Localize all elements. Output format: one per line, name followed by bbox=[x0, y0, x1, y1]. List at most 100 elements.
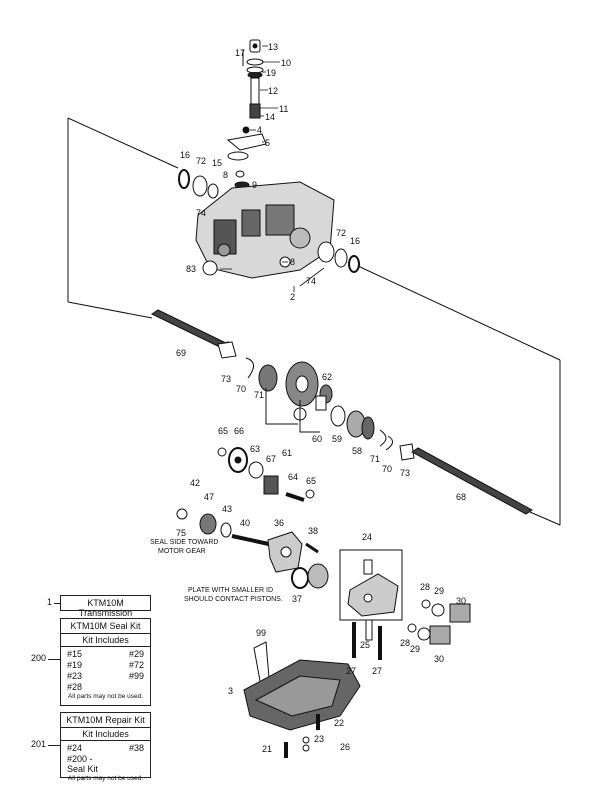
part-label: 26 bbox=[340, 742, 350, 752]
right-axle bbox=[399, 443, 533, 515]
alignment-line bbox=[67, 117, 179, 169]
repair-kit-box: KTM10M Repair Kit Kit Includes #24 #38 #… bbox=[60, 712, 151, 782]
part-label: 11 bbox=[279, 104, 288, 114]
seal-kit-box: KTM10M Seal Kit Kit Includes #15 #29 #19… bbox=[60, 618, 151, 706]
part-label: 28 bbox=[400, 638, 410, 648]
part-label: 8 bbox=[290, 257, 295, 267]
part-label: 30 bbox=[456, 596, 466, 606]
part-label: 64 bbox=[288, 472, 298, 482]
alignment-line bbox=[529, 511, 561, 526]
pump-parts bbox=[217, 447, 315, 502]
kit-item bbox=[106, 682, 145, 692]
part-label: 2 bbox=[290, 292, 295, 302]
lower-housing bbox=[243, 659, 361, 731]
cylinder-block bbox=[267, 531, 329, 589]
part-label: 60 bbox=[312, 434, 322, 444]
part-label: 43 bbox=[222, 504, 232, 514]
part-label: 16 bbox=[180, 150, 190, 160]
part-label: 15 bbox=[212, 158, 222, 168]
part-label: 4 bbox=[257, 125, 262, 135]
part-label: 74 bbox=[306, 276, 316, 286]
part-label: 99 bbox=[256, 628, 266, 638]
kit-item: #29 bbox=[128, 649, 144, 659]
part-label: 71 bbox=[254, 390, 264, 400]
part-label: 36 bbox=[274, 518, 284, 528]
part-label: 25 bbox=[360, 640, 370, 650]
part-label: 61 bbox=[282, 448, 292, 458]
part-label: 58 bbox=[352, 446, 362, 456]
part-label: 12 bbox=[268, 86, 278, 96]
part-label: 83 bbox=[186, 264, 196, 274]
part-label: 69 bbox=[176, 348, 186, 358]
seal-kit-subtitle: Kit Includes bbox=[61, 633, 150, 647]
part-label: 68 bbox=[456, 492, 466, 502]
kit-item bbox=[106, 754, 145, 774]
part-label: 66 bbox=[234, 426, 244, 436]
part-label: 10 bbox=[281, 58, 291, 68]
part-label: 67 bbox=[266, 454, 276, 464]
part-label: 17 bbox=[235, 48, 245, 58]
part-label: 73 bbox=[221, 374, 231, 384]
kit-item: #28 bbox=[67, 682, 83, 692]
part-label: 3 bbox=[228, 686, 233, 696]
part-label: 74 bbox=[196, 208, 206, 218]
kit-item: #72 bbox=[128, 660, 144, 670]
part-label: 71 bbox=[370, 454, 380, 464]
bracket-part-5 bbox=[226, 126, 267, 189]
part-label: 28 bbox=[420, 582, 430, 592]
kit-item: #24 bbox=[67, 743, 83, 753]
left-seals bbox=[178, 169, 219, 199]
part-label: 47 bbox=[204, 492, 214, 502]
part-label: 24 bbox=[362, 532, 372, 542]
part-label: 38 bbox=[308, 526, 318, 536]
alignment-line bbox=[67, 301, 153, 319]
repair-kit-note: All parts may not be used. bbox=[67, 775, 144, 782]
bolts bbox=[352, 619, 382, 660]
part-label: 65 bbox=[218, 426, 228, 436]
part-label: 23 bbox=[314, 734, 324, 744]
part-label: 65 bbox=[306, 476, 316, 486]
part-label: 27 bbox=[372, 666, 382, 676]
part-label: 40 bbox=[240, 518, 250, 528]
transmission-box: KTM10M Transmission bbox=[60, 595, 151, 618]
part-label: 30 bbox=[434, 654, 444, 664]
part-label: 72 bbox=[196, 156, 206, 166]
part-label: 5 bbox=[265, 138, 270, 148]
bottom-bolts bbox=[284, 714, 320, 758]
part-label: 73 bbox=[400, 468, 410, 478]
kit-item: #23 bbox=[67, 671, 83, 681]
part-label: 72 bbox=[336, 228, 346, 238]
part-label: 59 bbox=[332, 434, 342, 444]
top-valve-stack bbox=[242, 39, 264, 119]
alignment-line bbox=[357, 265, 561, 361]
part-label: 8 bbox=[223, 170, 228, 180]
kit-item: #19 bbox=[67, 660, 83, 670]
part-label: 13 bbox=[268, 42, 278, 52]
seal-kit-title: KTM10M Seal Kit bbox=[70, 621, 141, 631]
bypass-valves bbox=[407, 599, 471, 645]
kit-item: #99 bbox=[128, 671, 144, 681]
seal-side-note: MOTOR GEAR bbox=[158, 548, 206, 555]
plate-note: PLATE WITH SMALLER ID bbox=[188, 587, 273, 594]
leader-lines bbox=[220, 45, 325, 292]
part-label: 62 bbox=[322, 372, 332, 382]
part-label: 70 bbox=[382, 464, 392, 474]
part-label: 75 bbox=[176, 528, 186, 538]
part-label: 63 bbox=[250, 444, 260, 454]
seal-kit-number: 200 bbox=[31, 653, 47, 663]
part-labels: 13 17 10 19 12 11 14 4 5 15 8 9 16 72 74… bbox=[176, 42, 466, 754]
part-label: 29 bbox=[410, 644, 420, 654]
part-label: 42 bbox=[190, 478, 200, 488]
seal-kit-items: #15 #29 #19 #72 #23 #99 #28 bbox=[61, 647, 150, 692]
left-axle bbox=[150, 309, 237, 359]
kit-item: #15 bbox=[67, 649, 83, 659]
transmission-number: 1 bbox=[47, 597, 53, 607]
part-label: 14 bbox=[265, 112, 275, 122]
part-label: 70 bbox=[236, 384, 246, 394]
right-seals bbox=[317, 241, 360, 273]
part-label: 21 bbox=[262, 744, 272, 754]
part-label: 16 bbox=[350, 236, 360, 246]
center-section bbox=[339, 549, 403, 621]
repair-kit-subtitle: Kit Includes bbox=[61, 727, 150, 741]
